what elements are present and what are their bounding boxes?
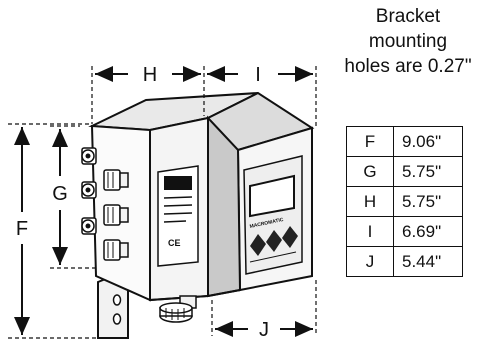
panel-button-3 [282,226,298,248]
dimension-label-f: F [16,218,28,240]
cable-gland-2 [103,169,129,191]
dimension-value: 5.44" [393,246,463,277]
dimension-label-h: H [143,64,157,86]
dimension-arrows [13,66,313,337]
dimension-value: 9.06" [393,126,463,157]
dimension-value: 5.75" [393,186,463,217]
dimension-key: F [346,126,394,157]
cable-gland-6 [103,239,129,261]
dimensions-table: F 9.06" G 5.75" H 5.75" I 6.69" J 5.44" [346,126,463,277]
dimension-key: I [346,216,394,247]
bracket-hole-2 [112,313,122,325]
panel-button-2 [266,230,282,252]
dimension-value: 6.69" [393,216,463,247]
nameplate-label: CE [157,165,199,267]
cable-gland-5 [81,217,97,235]
cable-gland-1 [81,147,97,165]
cable-gland-3 [81,181,97,199]
ce-mark: CE [168,238,181,248]
note-line-3: holes are 0.27" [344,56,472,77]
note-line-1: Bracket [375,6,441,27]
dimension-key: H [346,186,394,217]
cable-glands [81,147,129,261]
controller-panel: MACROMATIC [243,155,303,275]
note-line-2: mounting [368,31,448,52]
panel-button-1 [250,234,266,256]
table-row: J 5.44" [346,246,463,277]
lcd-screen [249,174,295,218]
table-row: H 5.75" [346,186,463,217]
dimension-value: 5.75" [393,156,463,187]
table-row: G 5.75" [346,156,463,187]
cable-gland-4 [103,204,129,226]
dimension-label-i: I [255,64,261,86]
dimension-label-j: J [259,319,269,341]
dimension-key: J [346,246,394,277]
bottom-cable-gland [159,295,197,323]
dimension-key: G [346,156,394,187]
bracket-hole-1 [112,294,122,306]
extension-lines [8,66,317,339]
bracket-hole-note: Bracket mounting holes are 0.27" [322,4,494,79]
table-row: I 6.69" [346,216,463,247]
table-row: F 9.06" [346,126,463,157]
dimension-label-g: G [52,183,68,205]
